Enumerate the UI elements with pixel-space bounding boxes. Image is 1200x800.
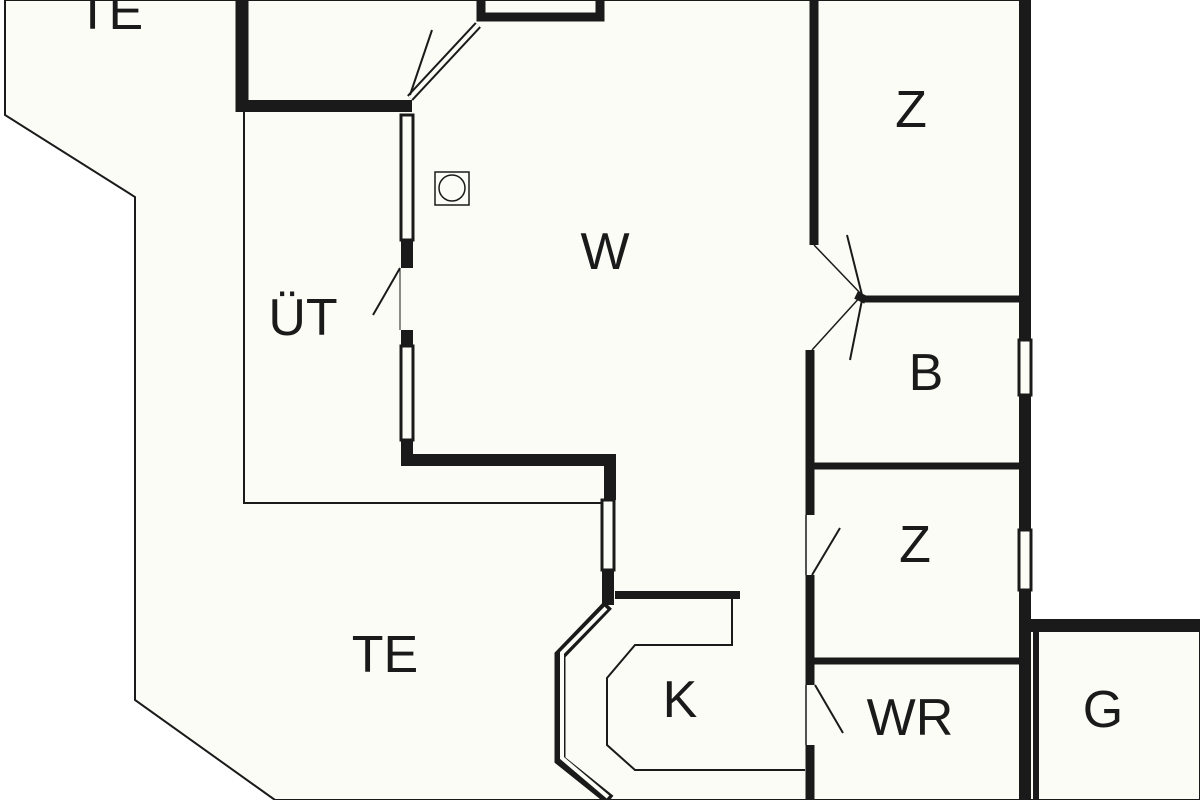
walls (235, 0, 1200, 800)
room-label-z-mid: Z (899, 516, 931, 574)
room-label-wr: WR (866, 689, 954, 747)
room-label-te-top: TE (76, 0, 144, 41)
room-label-k: K (662, 671, 698, 729)
room-label-b: B (908, 344, 944, 402)
room-label-g: G (1082, 681, 1124, 739)
room-label-z-top: Z (895, 81, 927, 139)
room-label-w: W (580, 223, 630, 281)
room-label-te-bottom: TE (351, 626, 419, 684)
room-label-ut: ÜT (268, 289, 338, 347)
chimney-icon (434, 171, 470, 206)
